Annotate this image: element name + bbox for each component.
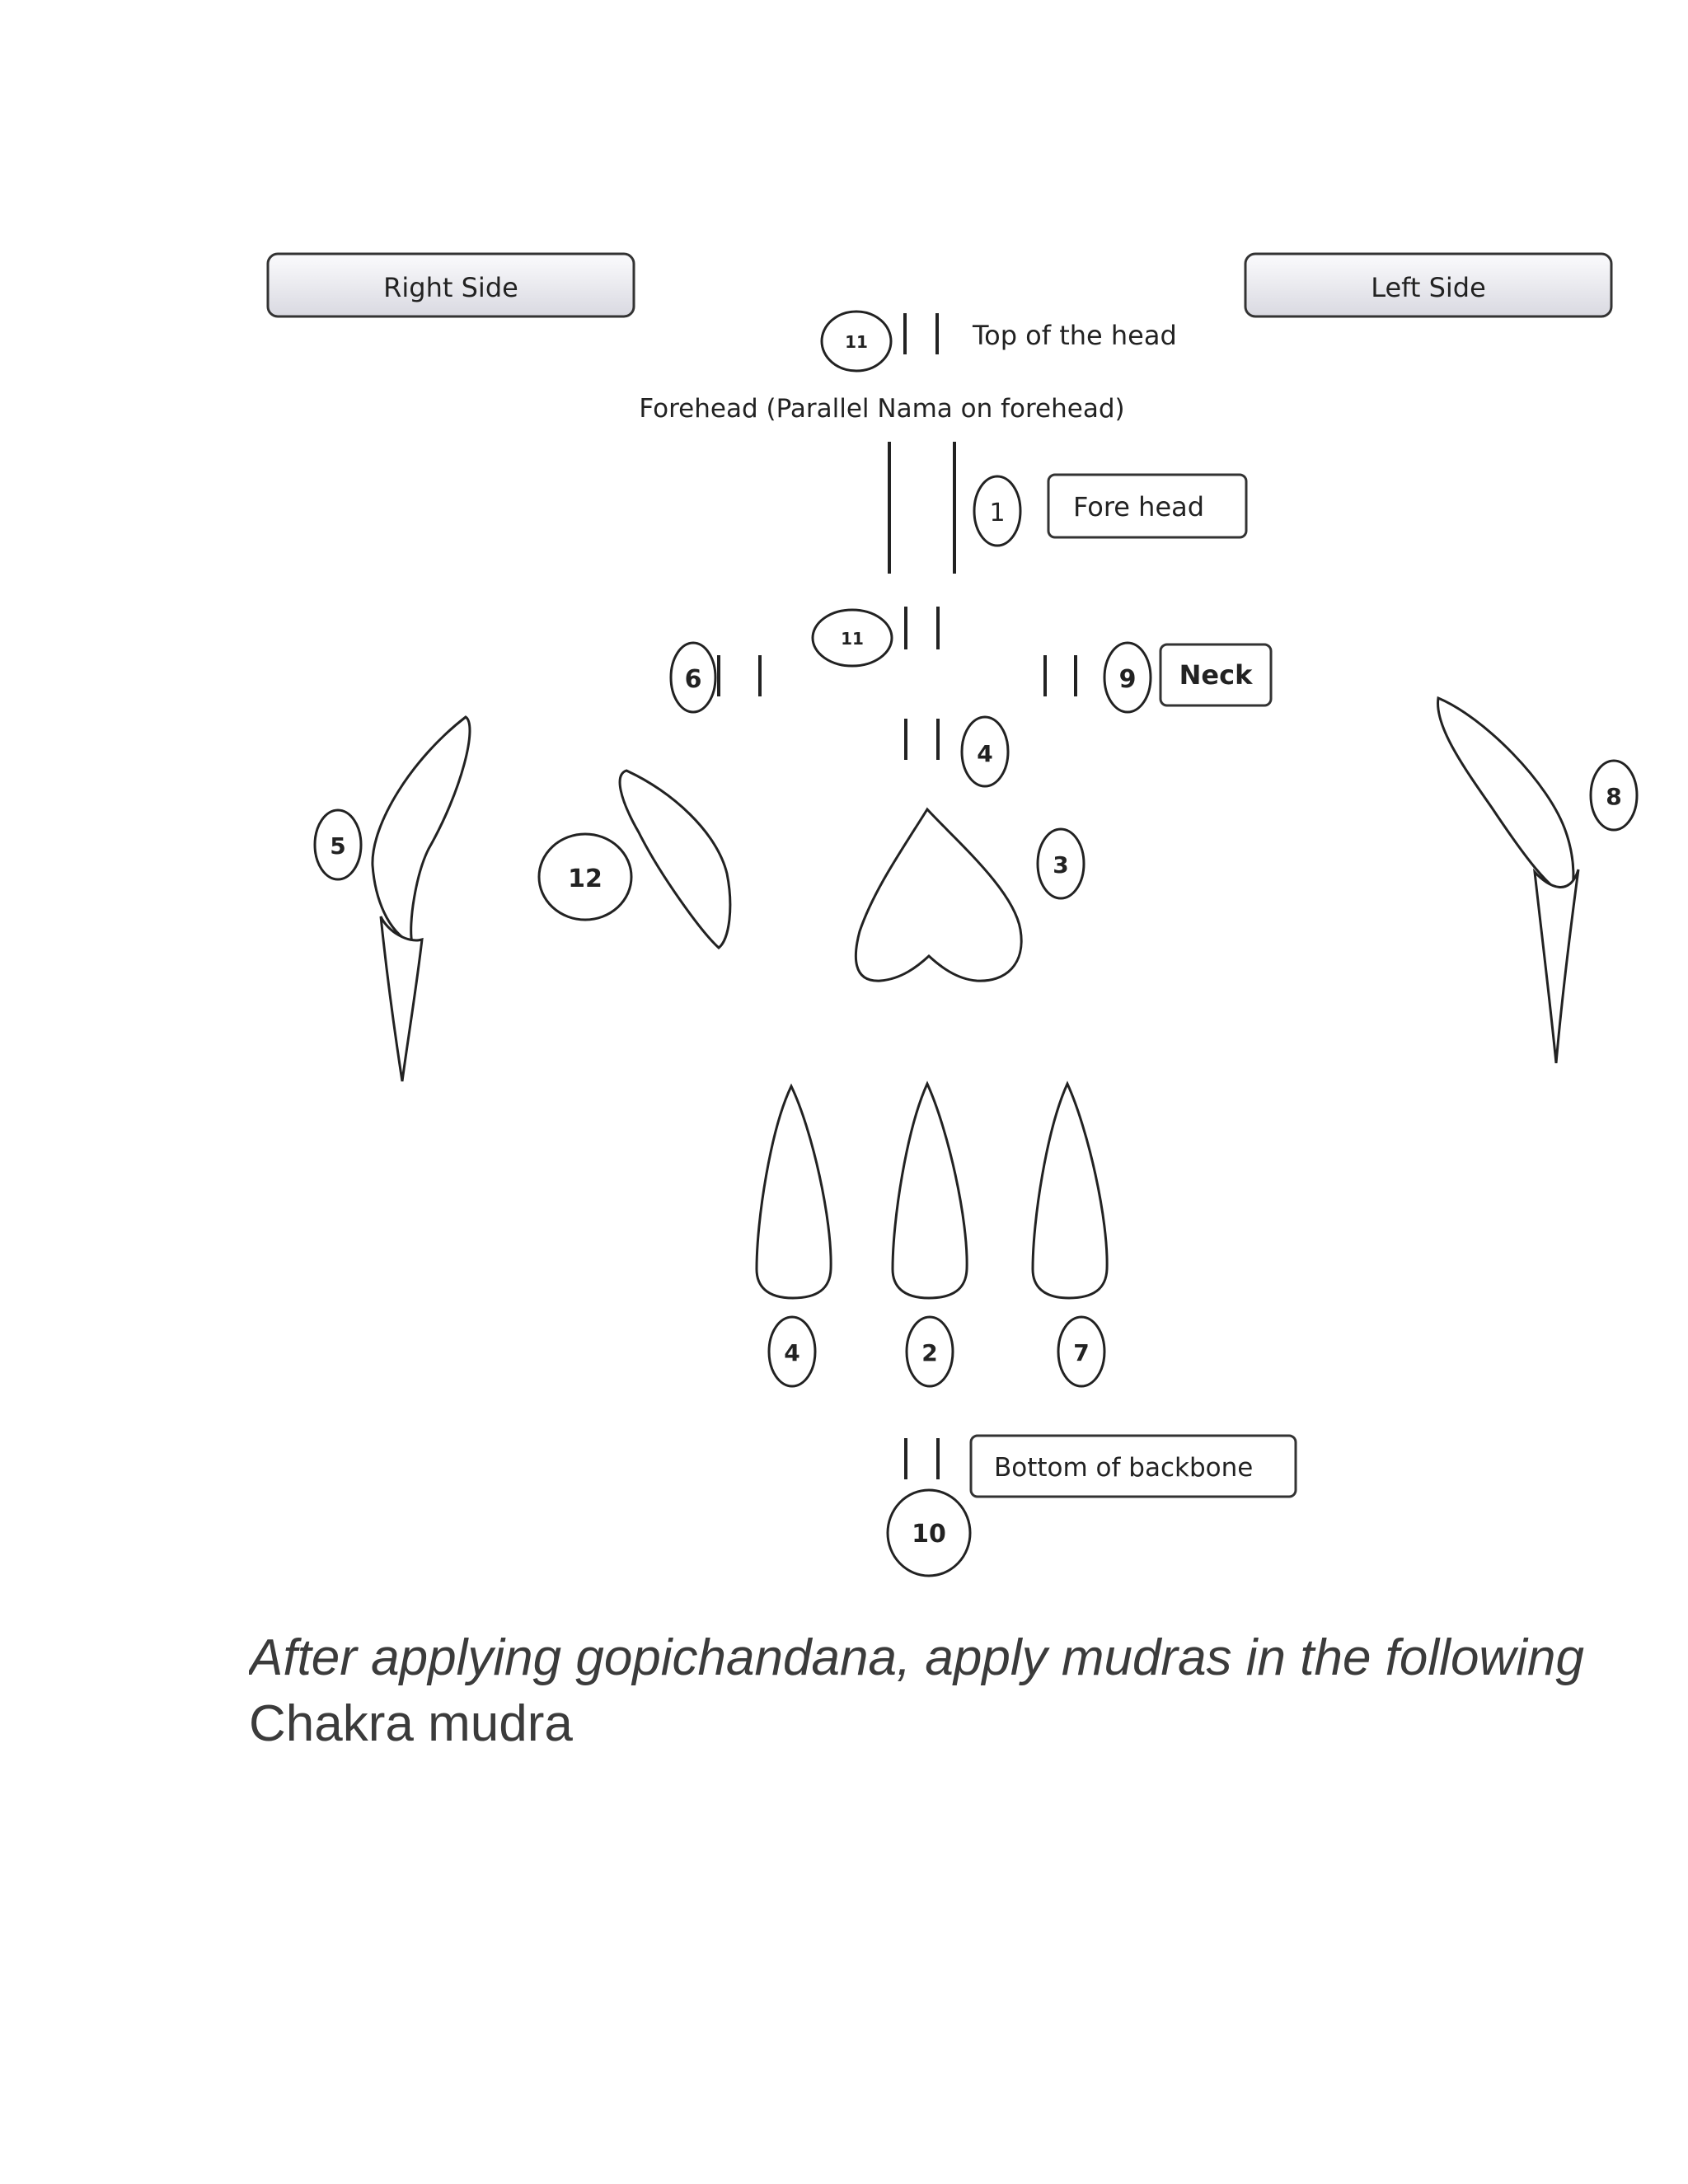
nama-shape <box>379 916 424 1082</box>
number-label: 2 <box>921 1339 937 1366</box>
number-label: 4 <box>977 740 992 767</box>
number-marker <box>1036 827 1085 900</box>
backbone-mark: Bottom of backbone 10 <box>886 1434 1297 1577</box>
backbone-label: Bottom of backbone <box>994 1453 1253 1483</box>
caption-line-2: Chakra mudra <box>249 1695 573 1752</box>
number-marker <box>1103 641 1152 714</box>
right-side-box: Right Side <box>266 252 635 318</box>
number-marker <box>820 310 893 373</box>
forehead-caption: Forehead (Parallel Nama on forehead) <box>639 394 1124 424</box>
number-marker <box>886 1488 972 1577</box>
number-label: 11 <box>845 332 868 352</box>
number-label: 11 <box>841 629 864 649</box>
fore-head-box <box>1047 473 1248 539</box>
upper-spine-mark: 11 <box>811 607 940 668</box>
right-arm-mark: 5 <box>313 715 471 1082</box>
nama-shape <box>1437 696 1575 900</box>
nama-shape <box>371 715 471 946</box>
number-marker <box>905 1315 954 1388</box>
forehead-mark: 1 Fore head <box>888 442 1248 574</box>
number-marker <box>1057 1315 1106 1388</box>
number-marker <box>1589 759 1639 832</box>
number-label: 12 <box>568 865 603 893</box>
backbone-box <box>969 1434 1297 1498</box>
number-label: 1 <box>989 499 1005 527</box>
belly-center-mark: 2 <box>891 1080 968 1388</box>
nama-shape <box>618 769 732 949</box>
number-marker <box>960 715 1010 788</box>
number-label: 6 <box>685 665 702 694</box>
neck-label: Neck <box>1179 659 1253 691</box>
number-marker <box>313 808 363 881</box>
top-of-head-label: Top of the head <box>972 320 1177 351</box>
number-label: 7 <box>1073 1339 1089 1366</box>
number-marker <box>973 475 1022 547</box>
nama-shape <box>891 1080 968 1300</box>
belly-right-mark: 4 <box>755 1083 832 1388</box>
left-side-label: Left Side <box>1371 272 1486 303</box>
top-of-head-mark: 11 Top of the head <box>820 310 1177 373</box>
number-marker <box>811 608 893 668</box>
heart-mark: 3 <box>854 807 1085 982</box>
number-label: 3 <box>1053 851 1068 879</box>
throat-mark: 4 <box>904 715 1010 788</box>
nama-shape <box>1532 868 1580 1064</box>
left-arm-mark: 8 <box>1437 696 1639 1064</box>
nama-shape <box>854 807 1023 982</box>
number-marker <box>767 1315 817 1388</box>
right-chest-mark: 12 <box>537 769 732 949</box>
number-label: 4 <box>784 1339 799 1366</box>
number-marker <box>669 641 717 714</box>
number-label: 5 <box>330 832 345 860</box>
number-label: 9 <box>1119 665 1137 694</box>
right-neck-mark: 6 <box>669 641 762 714</box>
number-marker <box>537 832 633 921</box>
neck-box <box>1159 643 1273 707</box>
belly-left-mark: 7 <box>1031 1080 1109 1388</box>
left-neck-mark: 9 Neck <box>1043 641 1273 714</box>
left-side-box: Left Side <box>1244 252 1613 318</box>
nama-shape <box>1031 1080 1109 1300</box>
fore-head-label: Fore head <box>1073 491 1204 523</box>
nama-shape <box>755 1083 832 1300</box>
number-label: 10 <box>912 1520 946 1549</box>
caption-line-1: After applying gopichandana, apply mudra… <box>249 1629 1584 1686</box>
number-label: 8 <box>1606 783 1621 810</box>
right-side-label: Right Side <box>383 272 518 303</box>
